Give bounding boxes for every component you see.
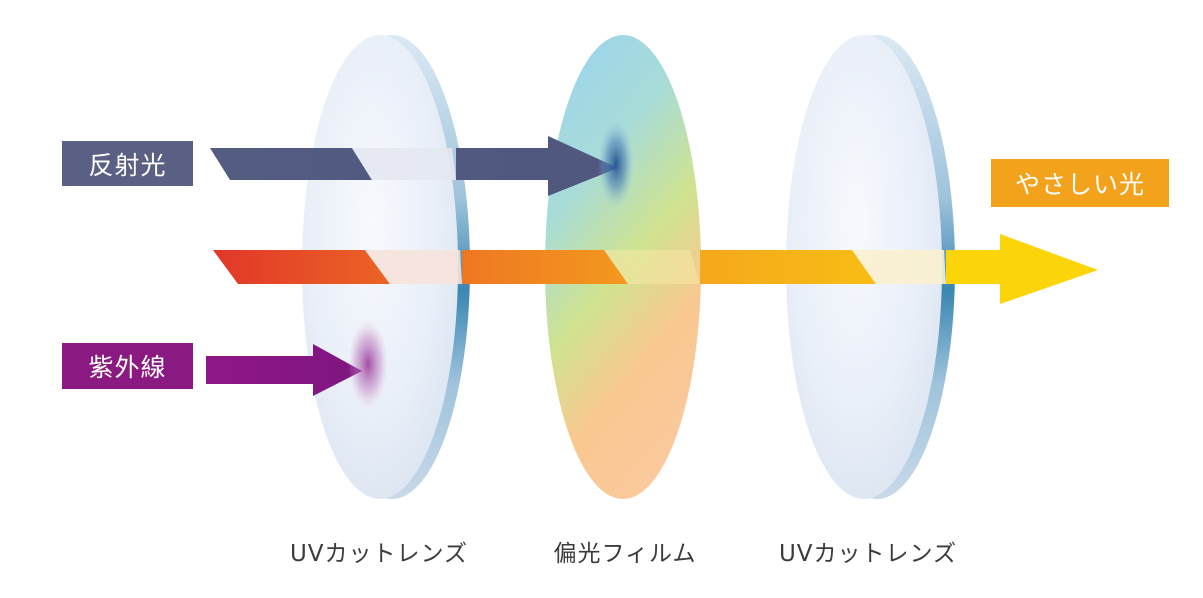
reflected-light-arrow-faded: [352, 148, 456, 180]
caption-uv-cut-lens-left: UVカットレンズ: [289, 541, 469, 567]
light-beam-middle: [462, 250, 628, 284]
ultraviolet-arrow: [206, 344, 362, 396]
uv-absorb-spot: [348, 320, 388, 408]
light-beam-second: [700, 250, 876, 284]
caption-uv-cut-lens-right: UVカットレンズ: [778, 541, 958, 567]
ultraviolet-label: 紫外線: [62, 343, 193, 389]
reflected-light-arrow-shaft: [456, 136, 618, 196]
light-beam-faded-right: [852, 250, 946, 284]
light-beam-entry: [213, 250, 390, 284]
reflected-light-label: 反射光: [62, 141, 193, 186]
caption-polarizing-film: 偏光フィルム: [553, 541, 697, 567]
light-beam-faded-left: [365, 250, 462, 284]
reflect-block-spot: [598, 120, 634, 208]
reflected-light-arrow-entry: [210, 148, 372, 180]
gentle-light-label: やさしい光: [991, 159, 1169, 207]
light-beam-film-faded: [604, 250, 700, 284]
gentle-light-arrow: [946, 234, 1098, 304]
